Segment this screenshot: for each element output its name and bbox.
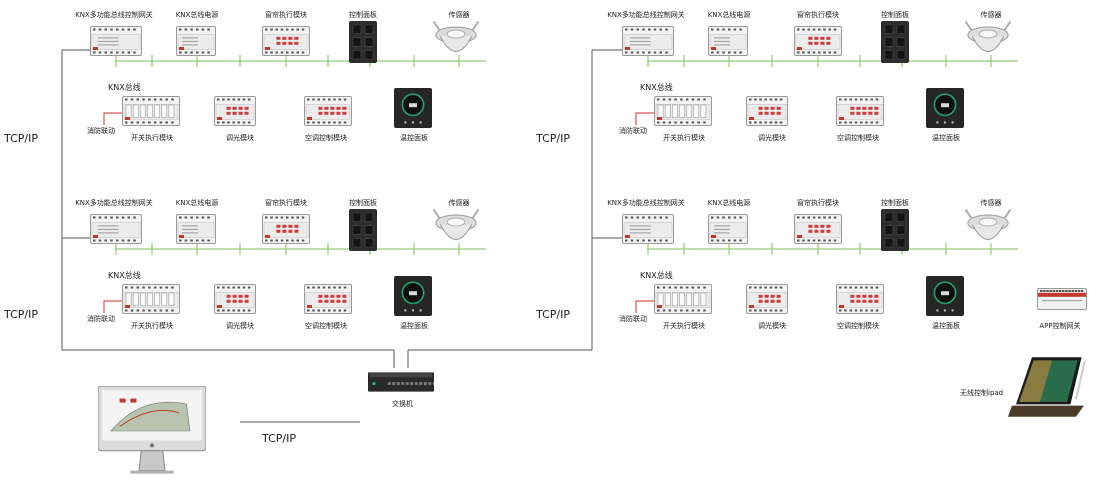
device-switch bbox=[122, 284, 180, 314]
label-network-switch: 交换机 bbox=[392, 400, 413, 408]
label-fire-link: 消防联动 bbox=[619, 315, 647, 323]
label-gateway: KNX多功能总线控制网关 bbox=[75, 199, 153, 207]
device-switch bbox=[654, 284, 712, 314]
label-sensor: 传感器 bbox=[448, 199, 470, 207]
label-control-panel: 控制面板 bbox=[881, 199, 909, 207]
label-control-panel: 控制面板 bbox=[349, 199, 377, 207]
label-power: KNX总线电源 bbox=[707, 11, 751, 19]
device-computer bbox=[97, 385, 207, 476]
label-switch: 开关执行模块 bbox=[131, 134, 173, 142]
label-sensor: 传感器 bbox=[448, 11, 470, 19]
label-power: KNX总线电源 bbox=[707, 199, 751, 207]
label-gateway: KNX多功能总线控制网关 bbox=[607, 199, 685, 207]
label-thermostat: 温控面板 bbox=[400, 322, 428, 330]
fire-link-wire bbox=[103, 300, 124, 313]
label-curtain: 窗帘执行模块 bbox=[797, 11, 839, 19]
device-hvac bbox=[304, 96, 352, 126]
device-gateway bbox=[622, 26, 674, 56]
label-hvac: 空调控制模块 bbox=[305, 134, 347, 142]
device-dimmer bbox=[214, 284, 256, 314]
fire-link-wire bbox=[635, 112, 656, 125]
device-power bbox=[176, 26, 216, 56]
device-gateway bbox=[90, 26, 142, 56]
device-thermostat bbox=[394, 88, 432, 128]
device-power bbox=[708, 214, 748, 244]
tcp-ip-label: TCP/IP bbox=[4, 132, 38, 145]
label-fire-link: 消防联动 bbox=[619, 127, 647, 135]
device-control-panel bbox=[881, 209, 909, 251]
label-fire-link: 消防联动 bbox=[87, 315, 115, 323]
device-control-panel bbox=[349, 21, 377, 63]
device-power bbox=[176, 214, 216, 244]
tcp-ip-label: TCP/IP bbox=[4, 308, 38, 321]
device-curtain bbox=[262, 214, 310, 244]
label-control-panel: 控制面板 bbox=[881, 11, 909, 19]
device-sensor bbox=[960, 14, 1016, 64]
label-hvac: 空调控制模块 bbox=[837, 134, 879, 142]
device-gateway bbox=[622, 214, 674, 244]
label-dimmer: 调光模块 bbox=[226, 134, 254, 142]
device-switch bbox=[654, 96, 712, 126]
device-sensor bbox=[428, 14, 484, 64]
label-ipad: 无线控制ipad bbox=[960, 389, 1004, 397]
label-hvac: 空调控制模块 bbox=[305, 322, 347, 330]
knx-bus-label: KNX总线 bbox=[108, 83, 141, 92]
device-hvac bbox=[836, 284, 884, 314]
label-thermostat: 温控面板 bbox=[932, 322, 960, 330]
label-dimmer: 调光模块 bbox=[758, 322, 786, 330]
device-gateway bbox=[90, 214, 142, 244]
device-thermostat bbox=[394, 276, 432, 316]
device-app-gateway bbox=[1037, 288, 1087, 310]
knx-bus-label: KNX总线 bbox=[108, 271, 141, 280]
device-sensor bbox=[428, 202, 484, 252]
tcp-ip-label: TCP/IP bbox=[536, 308, 570, 321]
device-hvac bbox=[836, 96, 884, 126]
label-dimmer: 调光模块 bbox=[226, 322, 254, 330]
device-control-panel bbox=[881, 21, 909, 63]
device-power bbox=[708, 26, 748, 56]
device-curtain bbox=[794, 26, 842, 56]
device-curtain bbox=[794, 214, 842, 244]
label-sensor: 传感器 bbox=[980, 11, 1002, 19]
label-switch: 开关执行模块 bbox=[663, 322, 705, 330]
device-network-switch bbox=[368, 366, 441, 398]
device-switch bbox=[122, 96, 180, 126]
label-curtain: 窗帘执行模块 bbox=[265, 199, 307, 207]
device-hvac bbox=[304, 284, 352, 314]
label-power: KNX总线电源 bbox=[175, 11, 219, 19]
device-dimmer bbox=[746, 284, 788, 314]
label-switch: 开关执行模块 bbox=[131, 322, 173, 330]
device-curtain bbox=[262, 26, 310, 56]
label-switch: 开关执行模块 bbox=[663, 134, 705, 142]
label-gateway: KNX多功能总线控制网关 bbox=[75, 11, 153, 19]
label-hvac: 空调控制模块 bbox=[837, 322, 879, 330]
device-ipad bbox=[1008, 356, 1088, 418]
device-dimmer bbox=[214, 96, 256, 126]
label-curtain: 窗帘执行模块 bbox=[265, 11, 307, 19]
fire-link-wire bbox=[103, 112, 124, 125]
label-sensor: 传感器 bbox=[980, 199, 1002, 207]
label-app-gateway: APP控制网关 bbox=[1039, 322, 1081, 330]
label-thermostat: 温控面板 bbox=[400, 134, 428, 142]
fire-link-wire bbox=[635, 300, 656, 313]
tcp-ip-label: TCP/IP bbox=[536, 132, 570, 145]
label-gateway: KNX多功能总线控制网关 bbox=[607, 11, 685, 19]
label-thermostat: 温控面板 bbox=[932, 134, 960, 142]
label-power: KNX总线电源 bbox=[175, 199, 219, 207]
device-thermostat bbox=[926, 88, 964, 128]
label-curtain: 窗帘执行模块 bbox=[797, 199, 839, 207]
device-thermostat bbox=[926, 276, 964, 316]
knx-bus-label: KNX总线 bbox=[640, 83, 673, 92]
label-control-panel: 控制面板 bbox=[349, 11, 377, 19]
label-dimmer: 调光模块 bbox=[758, 134, 786, 142]
device-sensor bbox=[960, 202, 1016, 252]
label-fire-link: 消防联动 bbox=[87, 127, 115, 135]
knx-bus-label: KNX总线 bbox=[640, 271, 673, 280]
tcp-ip-label: TCP/IP bbox=[262, 432, 296, 445]
device-dimmer bbox=[746, 96, 788, 126]
device-control-panel bbox=[349, 209, 377, 251]
